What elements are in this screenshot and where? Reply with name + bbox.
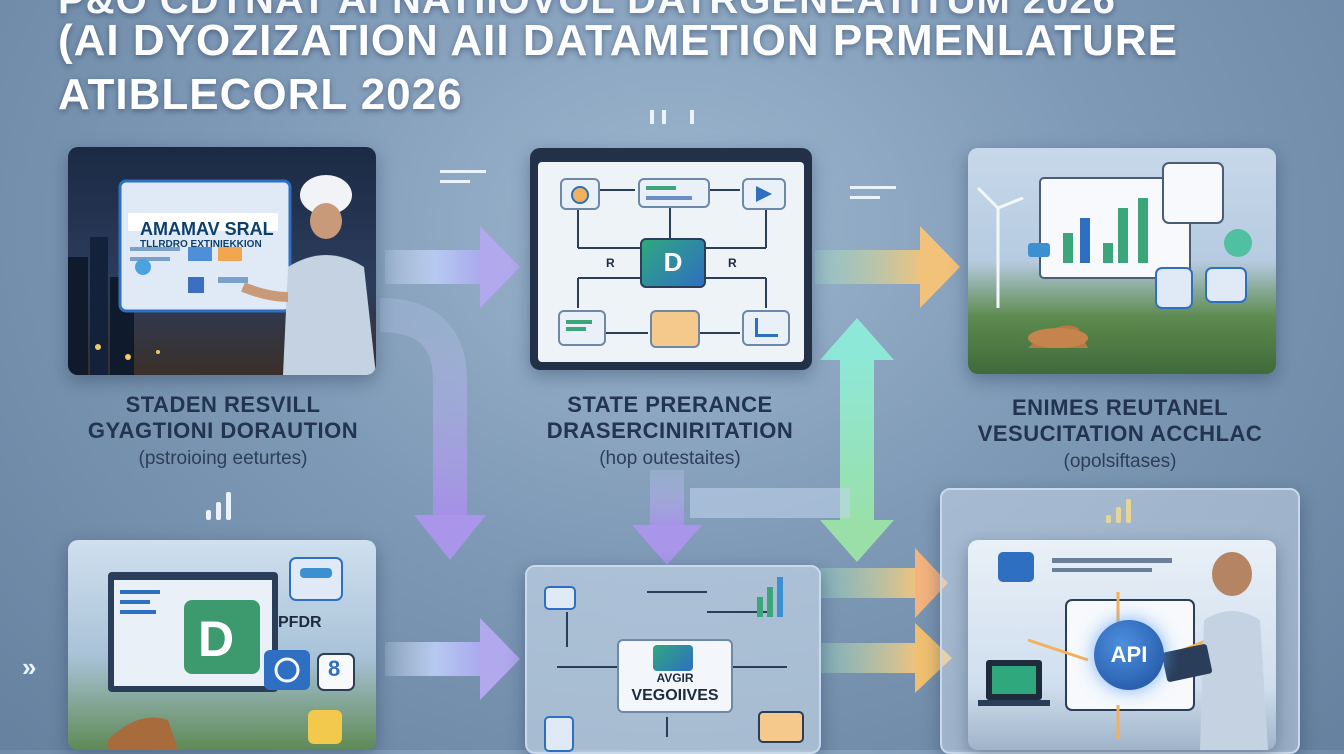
panel-api-workstation: API	[968, 540, 1276, 750]
stage3-title: ENIMES REUTANEL	[1011, 395, 1229, 420]
stage-caption-3: ENIMES REUTANEL VESUCITATION ACCHLAC (op…	[945, 395, 1295, 473]
panel-flowchart-screen: D R R	[530, 148, 812, 370]
stage3-note: (opolsiftases)	[1063, 451, 1177, 472]
arrow-down-left	[379, 298, 486, 560]
result-label-2: VEGOIIVES	[631, 687, 719, 704]
center-left-label: R	[606, 256, 615, 270]
arrow-right-4	[820, 548, 948, 618]
title-line-2: ATIBLECORL 2026	[58, 70, 463, 119]
panel-app-logo: D PFDR 8	[68, 540, 376, 750]
app-number-badge: 8	[328, 656, 341, 681]
arrow-right-2	[815, 226, 960, 308]
flow-node-center: D	[640, 238, 706, 288]
stage-caption-1: STADEN RESVILL GYAGTIONI DORAUTION (pstr…	[48, 392, 398, 470]
api-badge: API	[1094, 620, 1164, 690]
flow-node-send	[742, 178, 786, 210]
flow-node-list	[558, 310, 606, 346]
flowchart-connectors	[577, 189, 767, 334]
mini-logo-icon	[653, 645, 693, 671]
double-chevron-right-icon: »	[22, 652, 37, 682]
city-skyline-illustration	[68, 175, 376, 375]
result-label-1: AVGIR	[656, 671, 694, 685]
panel-bottom-flow: AVGIR VEGOIIVES	[525, 565, 821, 754]
stage2-subtitle: DRASERCINIRITATION	[546, 418, 794, 443]
panel1-subheading: TLLRDRO EXTINIEKKION	[140, 239, 262, 250]
frame-icon	[754, 318, 778, 337]
arrow-right-5	[820, 623, 952, 693]
flow-node-start	[560, 178, 600, 210]
app-logo-illustration	[108, 557, 355, 750]
app-label-pfdr: PFDR	[278, 614, 322, 631]
bar-chart-icon	[206, 490, 231, 520]
flow-node-frame	[742, 310, 790, 346]
play-icon	[756, 186, 772, 202]
arrow-right-3	[385, 618, 520, 700]
stage3-subtitle: VESUCITATION ACCHLAC	[977, 421, 1263, 446]
stage-caption-2: STATE PRERANCE DRASERCINIRITATION (hop o…	[500, 392, 840, 470]
panel1-heading: AMAMAV SRAL	[140, 219, 274, 239]
panel-engineer-city: AMAMAV SRAL TLLRDRO EXTINIEKKION	[68, 147, 376, 375]
center-node-letter: D	[663, 247, 683, 277]
stage1-note: (pstroioing eeturtes)	[138, 448, 308, 469]
decor-dashes	[440, 110, 896, 199]
app-logo-letter: D	[198, 611, 235, 667]
flow-node-process	[638, 178, 710, 208]
connector-bar	[690, 488, 850, 518]
bar-chart-icon-yellow	[1106, 497, 1131, 523]
arrow-down-center	[632, 470, 702, 565]
arrow-right-1	[385, 226, 520, 308]
center-result-card: AVGIR VEGOIIVES	[617, 639, 733, 713]
stage1-title: STADEN RESVILL	[125, 392, 321, 417]
stage2-note: (hop outestaites)	[599, 448, 741, 469]
landscape-illustration	[976, 162, 1252, 348]
bottom-flow-connectors	[544, 577, 804, 752]
title-line-0: P&O CDTNAT AI NATIIOVOL DATRGENEATITUM 2…	[58, 0, 1116, 22]
flow-node-document	[650, 310, 700, 348]
circle-icon	[571, 186, 589, 204]
panel-landscape-analytics	[968, 148, 1276, 374]
stage2-title: STATE PRERANCE	[567, 392, 773, 417]
center-right-label: R	[728, 256, 737, 270]
stage1-subtitle: GYAGTIONI DORAUTION	[87, 418, 359, 443]
title-line-1: (AI DYOZIZATION AII DATAMETION PRMENLATU…	[58, 16, 1178, 65]
